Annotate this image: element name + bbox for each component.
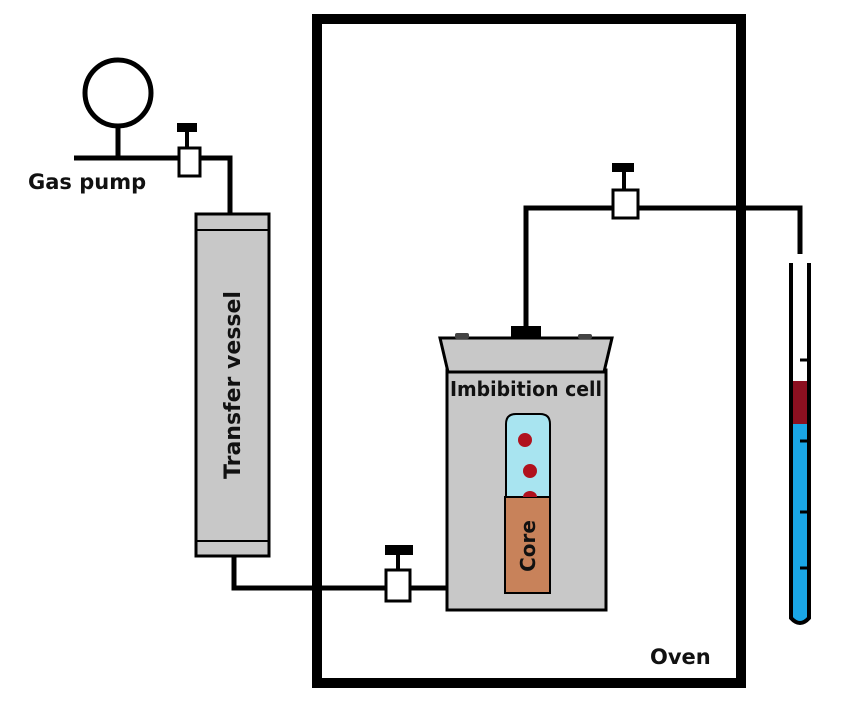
valve-body	[177, 146, 202, 178]
oven-label: Oven	[650, 645, 711, 669]
core: Core	[504, 413, 551, 594]
pipe-valve1-vessel	[200, 155, 233, 214]
valve-handle-icon	[177, 123, 197, 132]
core-label: Core	[516, 520, 540, 572]
valve-2[interactable]	[384, 545, 413, 603]
graduated-tube	[789, 263, 811, 625]
tube-oil-layer	[791, 381, 809, 424]
pipe-vessel-valve2	[231, 556, 386, 591]
tube-water-layer	[791, 424, 809, 622]
valve-handle-icon	[385, 545, 413, 555]
imbibition-cell: Imbibition cell Core	[438, 326, 614, 612]
oil-droplet	[518, 433, 532, 447]
gas-pump-label: Gas pump	[28, 170, 146, 194]
oil-droplet	[523, 491, 537, 497]
cell-lid	[438, 336, 614, 374]
valve-body	[384, 568, 412, 603]
transfer-vessel-label: Transfer vessel	[221, 291, 246, 479]
valve-1[interactable]	[177, 123, 202, 178]
pipe-valve3-tube	[638, 205, 803, 254]
transfer-vessel: Transfer vessel	[194, 212, 271, 558]
gas-pump-gauge-icon	[82, 57, 154, 129]
oven-box	[312, 14, 746, 688]
cell-port	[511, 326, 541, 339]
valve-3[interactable]	[611, 163, 640, 220]
valve-handle-icon	[612, 163, 634, 172]
imbibition-cell-label: Imbibition cell	[450, 377, 602, 401]
valve-body	[611, 188, 640, 220]
oil-droplet	[523, 464, 537, 478]
pipe-cell-valve3	[523, 205, 613, 326]
